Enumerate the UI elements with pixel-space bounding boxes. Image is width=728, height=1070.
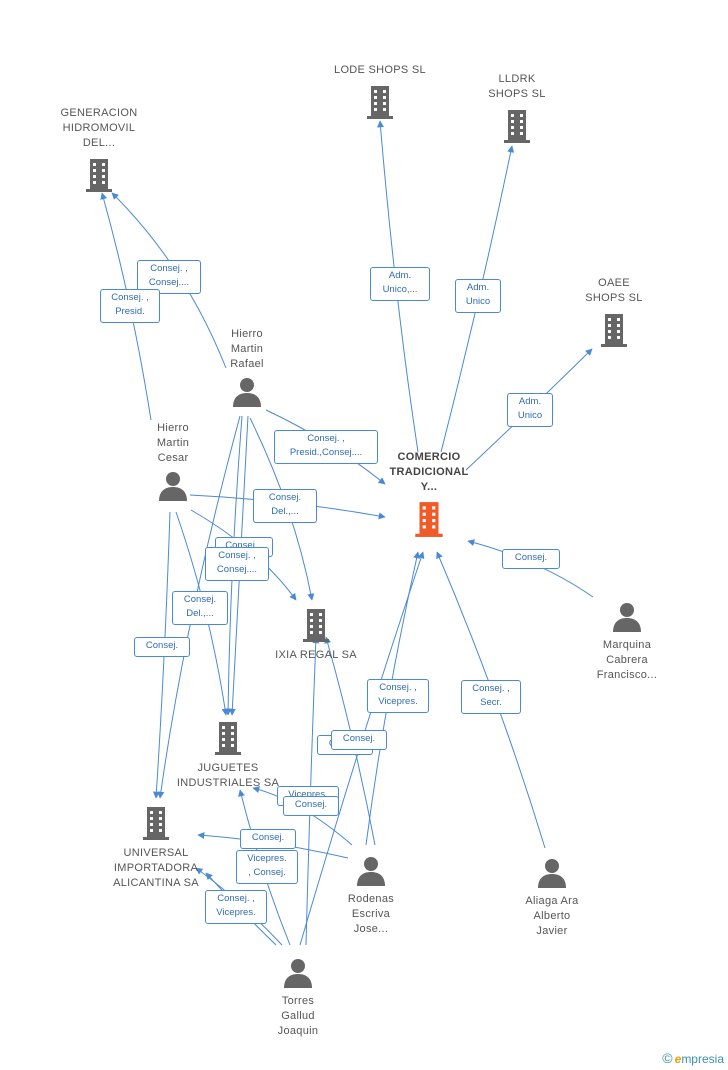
edge-label-rafael-comercio[interactable]: Consej. , Presid.,Consej.... xyxy=(274,430,378,464)
edge-label-universal-consej-vicepres[interactable]: Consej. , Vicepres. xyxy=(205,890,267,924)
person-label: Aliaga Ara Alberto Javier xyxy=(525,895,579,937)
building-icon xyxy=(415,502,443,537)
building-icon xyxy=(504,110,530,143)
edge-label-cesar-consej-del[interactable]: Consej. Del.,... xyxy=(172,591,228,625)
company-node-lode[interactable]: LODE SHOPS SL xyxy=(318,63,442,125)
person-node-aliaga[interactable]: Aliaga Ara Alberto Javier xyxy=(509,857,595,939)
edge-label-universal-vicepres[interactable]: Vicepres. , Consej. xyxy=(236,850,298,884)
company-label: LLDRK SHOPS SL xyxy=(488,73,546,100)
edge-label-cesar-comercio[interactable]: Consej. Del.,... xyxy=(253,489,317,523)
company-node-juguetes[interactable]: JUGUETES INDUSTRIALES SA xyxy=(165,720,291,791)
person-icon xyxy=(357,857,385,886)
person-icon xyxy=(538,859,566,888)
edge-label-lldrk-adm-unico[interactable]: Adm. Unico xyxy=(455,279,501,313)
company-node-universal[interactable]: UNIVERSAL IMPORTADORA ALICANTINA SA xyxy=(94,805,218,891)
company-node-generacion[interactable]: GENERACION HIDROMOVIL DEL... xyxy=(40,106,158,198)
person-node-marquina[interactable]: Marquina Cabrera Francisco... xyxy=(581,601,673,683)
person-label: Torres Gallud Joaquin xyxy=(277,995,319,1037)
edge-label-aliaga-comercio[interactable]: Consej. , Secr. xyxy=(461,680,521,714)
company-label: GENERACION HIDROMOVIL DEL... xyxy=(60,107,138,149)
company-label: LODE SHOPS SL xyxy=(334,64,426,76)
company-node-comercio-main[interactable]: COMERCIO TRADICIONAL Y... xyxy=(368,450,490,543)
empresia-logo: ©empresia xyxy=(662,1050,724,1066)
company-label: IXIA REGAL SA xyxy=(275,649,357,661)
company-node-oaee[interactable]: OAEE SHOPS SL xyxy=(559,276,669,353)
person-label: Hierro Martin Rafael xyxy=(230,328,264,370)
logo-text: mpresia xyxy=(681,1052,724,1066)
edge-label-rodenas-comercio[interactable]: Consej. , Vicepres. xyxy=(367,679,429,713)
person-node-hierro-cesar[interactable]: Hierro Martin Cesar xyxy=(133,421,213,507)
building-icon xyxy=(215,722,241,755)
edge-label-cesar-consej-b[interactable]: Consej. , Consej.... xyxy=(205,547,269,581)
copyright-symbol: © xyxy=(662,1050,673,1066)
edge-label-cesar-universal[interactable]: Consej. xyxy=(134,637,190,657)
person-label: Rodenas Escriva Jose... xyxy=(347,893,395,935)
person-node-torres[interactable]: Torres Gallud Joaquin xyxy=(255,957,341,1039)
edge-label-generacion-consej-presid[interactable]: Consej. , Presid. xyxy=(100,289,160,323)
building-icon xyxy=(601,314,627,347)
company-label: COMERCIO TRADICIONAL Y... xyxy=(389,451,469,493)
building-icon xyxy=(303,609,329,642)
company-label: OAEE SHOPS SL xyxy=(585,277,643,304)
person-icon xyxy=(284,959,312,988)
person-icon xyxy=(613,603,641,632)
person-node-hierro-rafael[interactable]: Hierro Martin Rafael xyxy=(207,327,287,413)
logo-e: e xyxy=(674,1052,682,1066)
person-label: Marquina Cabrera Francisco... xyxy=(596,639,658,681)
building-icon xyxy=(143,807,169,840)
building-icon xyxy=(86,159,112,192)
person-node-rodenas[interactable]: Rodenas Escriva Jose... xyxy=(328,855,414,937)
company-label: JUGUETES INDUSTRIALES SA xyxy=(176,762,280,789)
edge-label-oaee-adm-unico[interactable]: Adm. Unico xyxy=(507,393,553,427)
company-label: UNIVERSAL IMPORTADORA ALICANTINA SA xyxy=(113,847,199,889)
edge-label-marquina-comercio[interactable]: Consej. xyxy=(502,549,560,569)
edge-label-generacion-consej-consej[interactable]: Consej. , Consej.... xyxy=(137,260,201,294)
edge-label-universal-consej[interactable]: Consej. xyxy=(240,829,296,849)
person-label: Hierro Martin Cesar xyxy=(156,422,190,464)
person-icon xyxy=(233,378,261,407)
person-icon xyxy=(159,472,187,501)
building-icon xyxy=(367,86,393,119)
edge-label-lode-adm-unico[interactable]: Adm. Unico,... xyxy=(370,267,430,301)
company-node-ixia[interactable]: IXIA REGAL SA xyxy=(258,607,374,663)
company-node-lldrk[interactable]: LLDRK SHOPS SL xyxy=(462,72,572,149)
edge-label-juguetes-consej[interactable]: Consej. xyxy=(283,796,339,816)
edge-cesar-universal-1 xyxy=(152,511,171,799)
edge-label-ixia-consej-b[interactable]: Consej. xyxy=(331,730,387,750)
